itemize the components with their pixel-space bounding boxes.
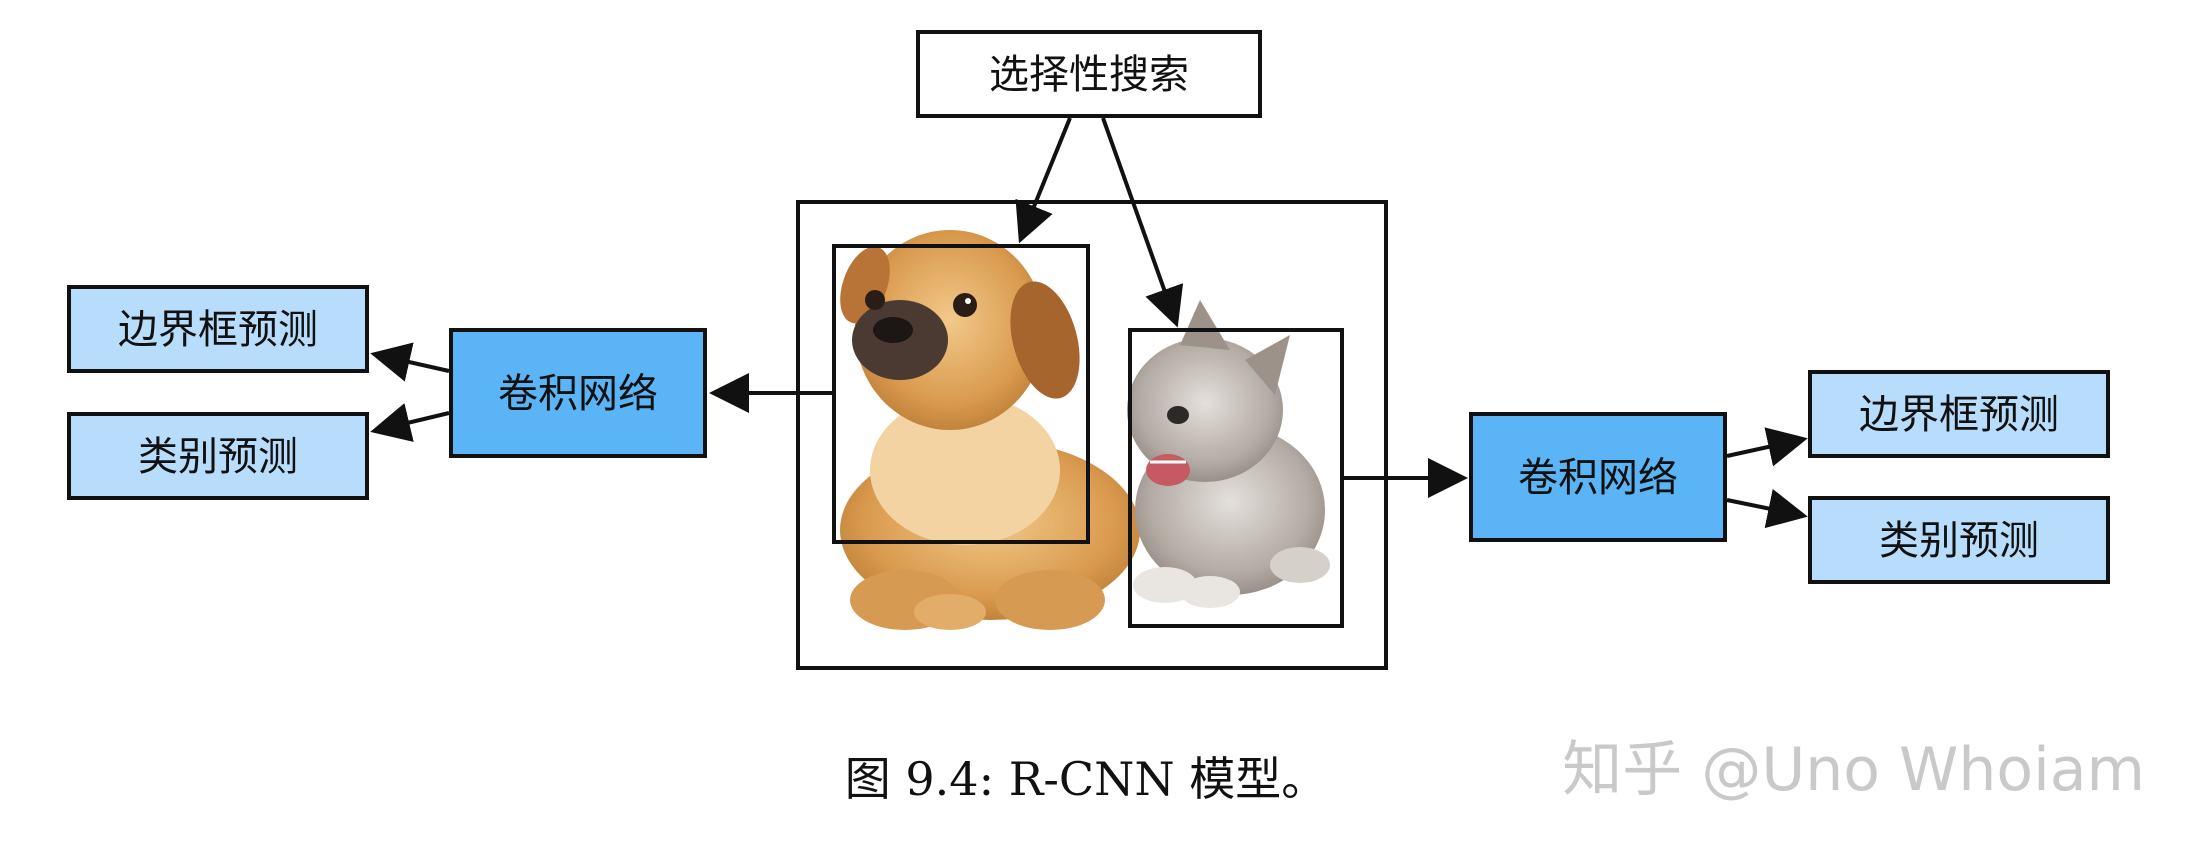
cat-image — [1127, 300, 1330, 608]
dog-image — [840, 230, 1140, 630]
arrow-left-cnn-to-class — [370, 403, 450, 442]
left-cnn-label: 卷积网络 — [498, 371, 658, 417]
right-cnn-label: 卷积网络 — [1518, 455, 1678, 501]
right-class-pred-label: 类别预测 — [1879, 518, 2039, 564]
right-bbox-pred-node: 边界框预测 — [1808, 370, 2110, 458]
right-class-pred-node: 类别预测 — [1808, 496, 2110, 584]
left-bbox-pred-label: 边界框预测 — [118, 307, 318, 353]
dog-region-box — [832, 244, 1090, 544]
selective-search-label: 选择性搜索 — [989, 52, 1189, 98]
arrow-right-cnn-to-class — [1726, 488, 1808, 529]
arrow-right-cnn-to-bbox — [1726, 427, 1808, 467]
right-cnn-node: 卷积网络 — [1469, 412, 1727, 542]
left-class-pred-label: 类别预测 — [138, 434, 298, 480]
figure-caption: 图 9.4: R-CNN 模型。 — [845, 752, 1327, 806]
arrow-search-to-cat — [1101, 117, 1184, 328]
cat-region-box — [1128, 328, 1344, 628]
arrow-left-cnn-to-bbox — [370, 342, 450, 382]
watermark: 知乎 @Uno Whoiam — [1562, 735, 2145, 805]
left-class-pred-node: 类别预测 — [67, 412, 369, 500]
selective-search-node: 选择性搜索 — [916, 30, 1262, 118]
left-bbox-pred-node: 边界框预测 — [67, 285, 369, 373]
arrow-search-to-dog — [1015, 117, 1072, 244]
left-cnn-node: 卷积网络 — [449, 328, 707, 458]
right-bbox-pred-label: 边界框预测 — [1859, 392, 2059, 438]
